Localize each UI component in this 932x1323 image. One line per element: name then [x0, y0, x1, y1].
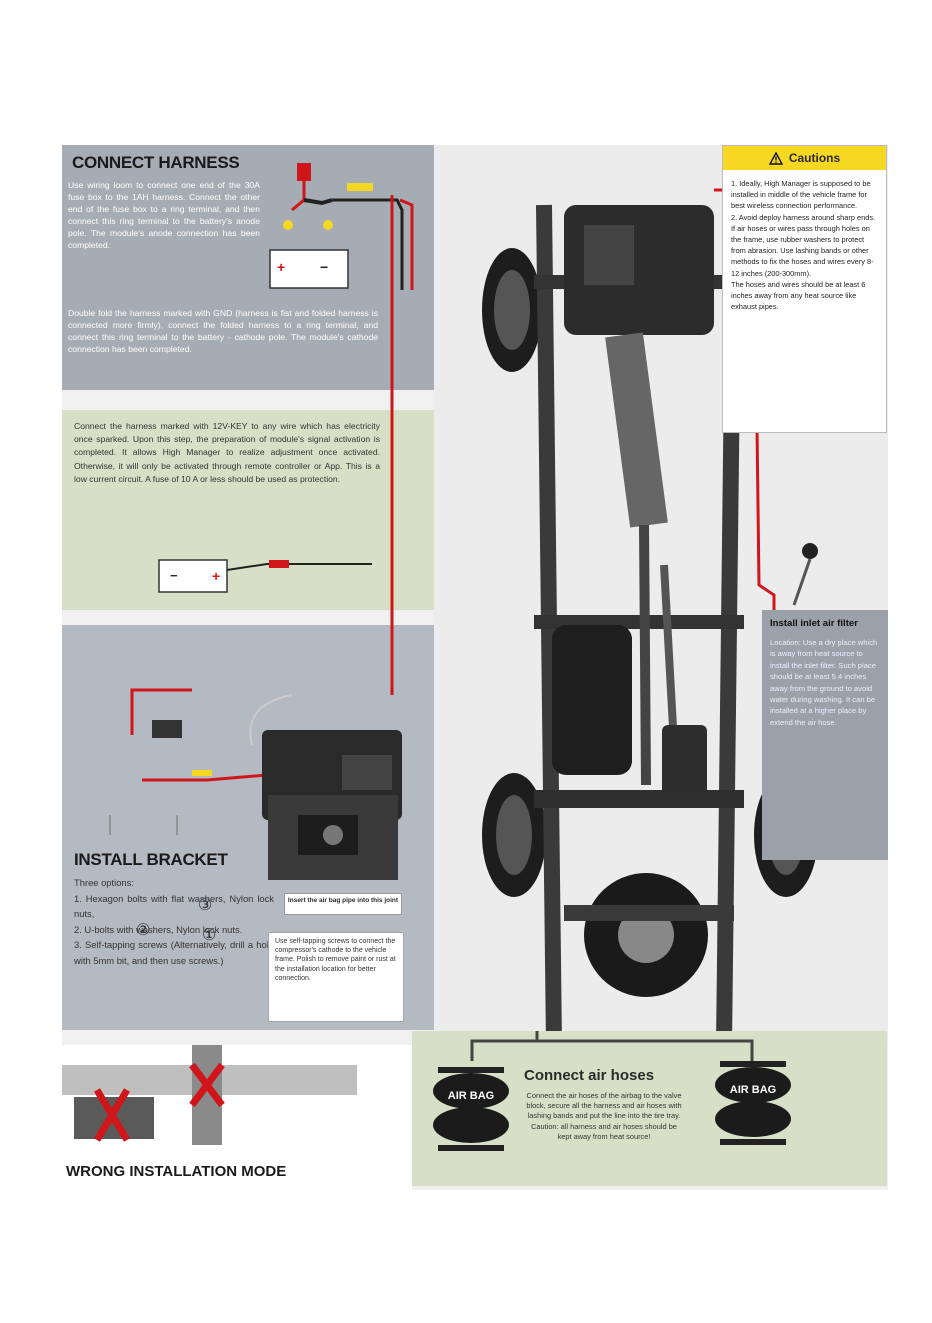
callout-1: ① [202, 927, 217, 944]
harness-battery-diagram [269, 163, 414, 290]
cautions-panel: Cautions 1. Ideally, High Manager is sup… [722, 145, 887, 433]
key-battery-minus: − [170, 568, 178, 583]
air-hoses-text: Connect the air hoses of the airbag to t… [526, 1091, 682, 1141]
inlet-filter-panel: Install inlet air filter Location: Use a… [762, 610, 888, 860]
cautions-header: Cautions [723, 146, 886, 170]
instruction-sheet: CONNECT HARNESS Use wiring loom to conne… [62, 145, 888, 1190]
wrong-installation-title: WRONG INSTALLATION MODE [66, 1163, 287, 1180]
airbag-left-label: AIR BAG [447, 1090, 495, 1102]
insert-air-pipe-tag: Insert the air bag pipe into this joint [284, 893, 402, 915]
wrong-installation-panel: WRONG INSTALLATION MODE [62, 1045, 412, 1190]
connect-harness-panel: CONNECT HARNESS Use wiring loom to conne… [62, 145, 434, 390]
inlet-filter-text: Location: Use a dry place which is away … [770, 638, 878, 727]
callout-2: ② [136, 922, 151, 939]
battery-minus-terminal: − [320, 259, 329, 275]
main-red-wire [390, 195, 394, 695]
install-bracket-title: INSTALL BRACKET [74, 850, 228, 869]
air-hoses-title: Connect air hoses [524, 1067, 655, 1084]
airbag-right-label: AIR BAG [729, 1084, 777, 1096]
callout-3: ③ [198, 897, 213, 914]
key-harness-text: Connect the harness marked with 12V-KEY … [74, 421, 380, 484]
airbag-left: AIR BAG [432, 1067, 510, 1151]
connect-harness-text-1: Use wiring loom to connect one end of th… [68, 180, 260, 250]
connect-harness-text-2: Double fold the harness marked with GND … [68, 308, 378, 354]
airbag-left-icon [433, 1067, 509, 1151]
air-hose-lines [470, 1031, 754, 1061]
connect-harness-title: CONNECT HARNESS [72, 153, 240, 172]
key-harness-battery-diagram [158, 559, 372, 593]
battery-plus-terminal: + [277, 259, 286, 275]
cautions-text: 1. Ideally, High Manager is supposed to … [731, 179, 876, 312]
key-harness-panel: Connect the harness marked with 12V-KEY … [62, 410, 434, 610]
airbag-right-icon [715, 1061, 791, 1145]
airbag-right: AIR BAG [714, 1061, 792, 1145]
self-tapping-screw-note: Use self-tapping screws to connect the c… [268, 932, 404, 1022]
valve-block-closeup [268, 795, 398, 880]
inlet-filter-title: Install inlet air filter [770, 618, 858, 629]
air-hoses-panel: AIR BAG Connect air hoses Connect the ai… [412, 1031, 887, 1186]
cautions-title: Cautions [788, 151, 841, 165]
install-bracket-text: Three options: 1. Hexagon bolts with fla… [74, 877, 274, 966]
warning-triangle-icon [768, 151, 783, 165]
key-battery-plus: + [212, 568, 221, 584]
wrong-installation-illustration [62, 1045, 357, 1145]
